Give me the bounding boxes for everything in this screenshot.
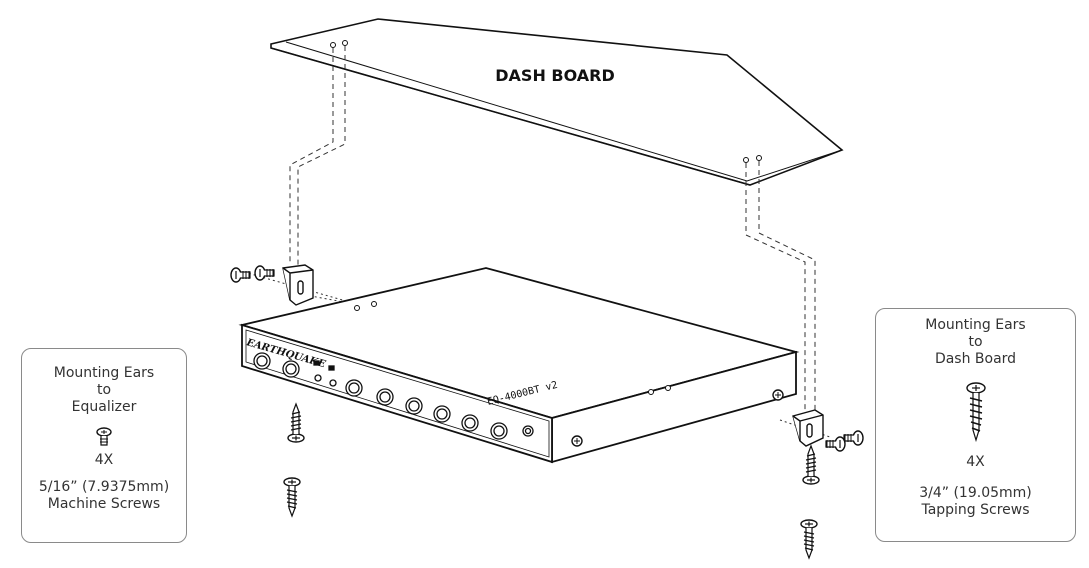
callout-title-line: Equalizer <box>71 399 137 415</box>
equalizer-unit: EARTHQUAKE EQ-4000BT v2 <box>238 267 800 464</box>
callout-spec-line: Tapping Screws <box>921 502 1030 518</box>
callout-quantity: 4X <box>94 452 114 468</box>
callout-tapping-screws: Mounting Ears to Dash Board 4X 3/4” (19.… <box>875 308 1076 542</box>
dash-board-label: DASH BOARD <box>495 66 615 85</box>
callout-spec-line: 5/16” (7.9375mm) <box>38 479 170 495</box>
callout-machine-screws: Mounting Ears to Equalizer 4X 5/16” (7.9… <box>21 348 187 543</box>
callout-title-line: Mounting Ears <box>53 365 155 381</box>
dash-board-panel <box>270 18 844 186</box>
machine-screw-icon <box>96 427 112 446</box>
callout-spec-line: 3/4” (19.05mm) <box>919 485 1032 501</box>
callout-spec-line: Machine Screws <box>47 496 161 512</box>
callout-title-line: to <box>96 382 112 398</box>
front-knobs <box>253 352 534 440</box>
callout-title-line: Dash Board <box>934 351 1017 367</box>
callout-title-line: Mounting Ears <box>925 317 1026 333</box>
right-mounting-ear <box>792 409 824 447</box>
left-mounting-ear <box>282 264 314 306</box>
callout-title-line: to <box>968 334 983 350</box>
tapping-screw-icon <box>965 382 986 442</box>
callout-quantity: 4X <box>966 454 985 470</box>
